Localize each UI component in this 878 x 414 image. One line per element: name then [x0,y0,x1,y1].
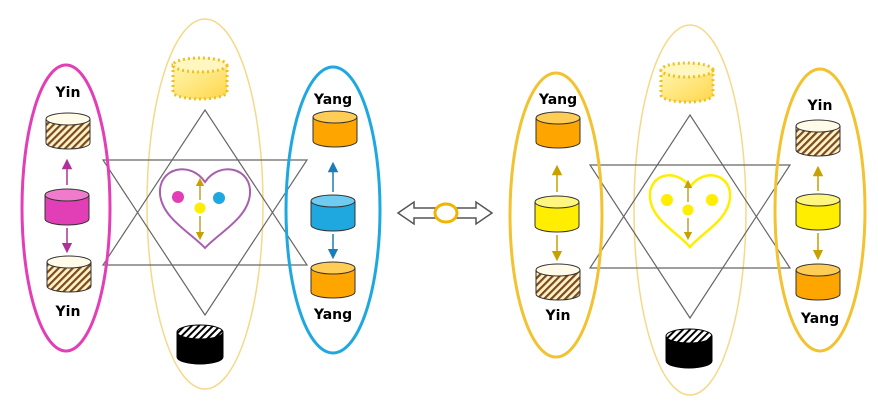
right-ring [773,67,867,353]
orange-cylinder-icon [795,263,841,301]
right-ring [284,65,382,355]
right-panel: Yang Yin Yin Yang [508,24,867,396]
center-ring [146,18,264,390]
black-cylinder-icon [665,328,713,369]
left-ring-top-label: Yin [55,85,81,101]
right-ring-top-label: Yin [807,98,833,114]
magenta-cylinder-icon [44,188,90,226]
center-ring [633,24,747,396]
dotted-cylinder-icon [659,61,715,104]
left-ring [508,71,604,359]
right-ring-bottom-label: Yang [313,307,352,323]
heart-icon [158,168,252,250]
dotted-cylinder-icon [171,56,229,101]
left-panel: Yin Yin Yang Yang [20,18,382,390]
left-ring-bottom-label: Yin [545,308,571,324]
orange-cylinder-icon [312,110,358,148]
left-ring-bottom-label: Yin [55,304,81,320]
right-ring-top-label: Yang [313,92,352,108]
yellow-cylinder-icon [534,195,580,233]
hexagram [101,108,309,317]
orange-cylinder-icon [535,111,581,149]
left-ring [20,63,112,353]
cyan-cylinder-icon [310,194,356,232]
double-headed-arrow-icon [396,200,494,226]
striped-cylinder-icon [535,263,581,301]
black-cylinder-icon [176,324,224,365]
right-ring-bottom-label: Yang [800,311,839,327]
striped-cylinder-icon [795,119,841,157]
left-ring-top-label: Yang [538,92,577,108]
hexagram [588,113,792,320]
yellow-cylinder-icon [795,193,841,231]
heart-icon [648,174,732,249]
orange-cylinder-icon [310,261,356,299]
striped-cylinder-icon [46,255,92,293]
striped-cylinder-icon [45,112,91,150]
